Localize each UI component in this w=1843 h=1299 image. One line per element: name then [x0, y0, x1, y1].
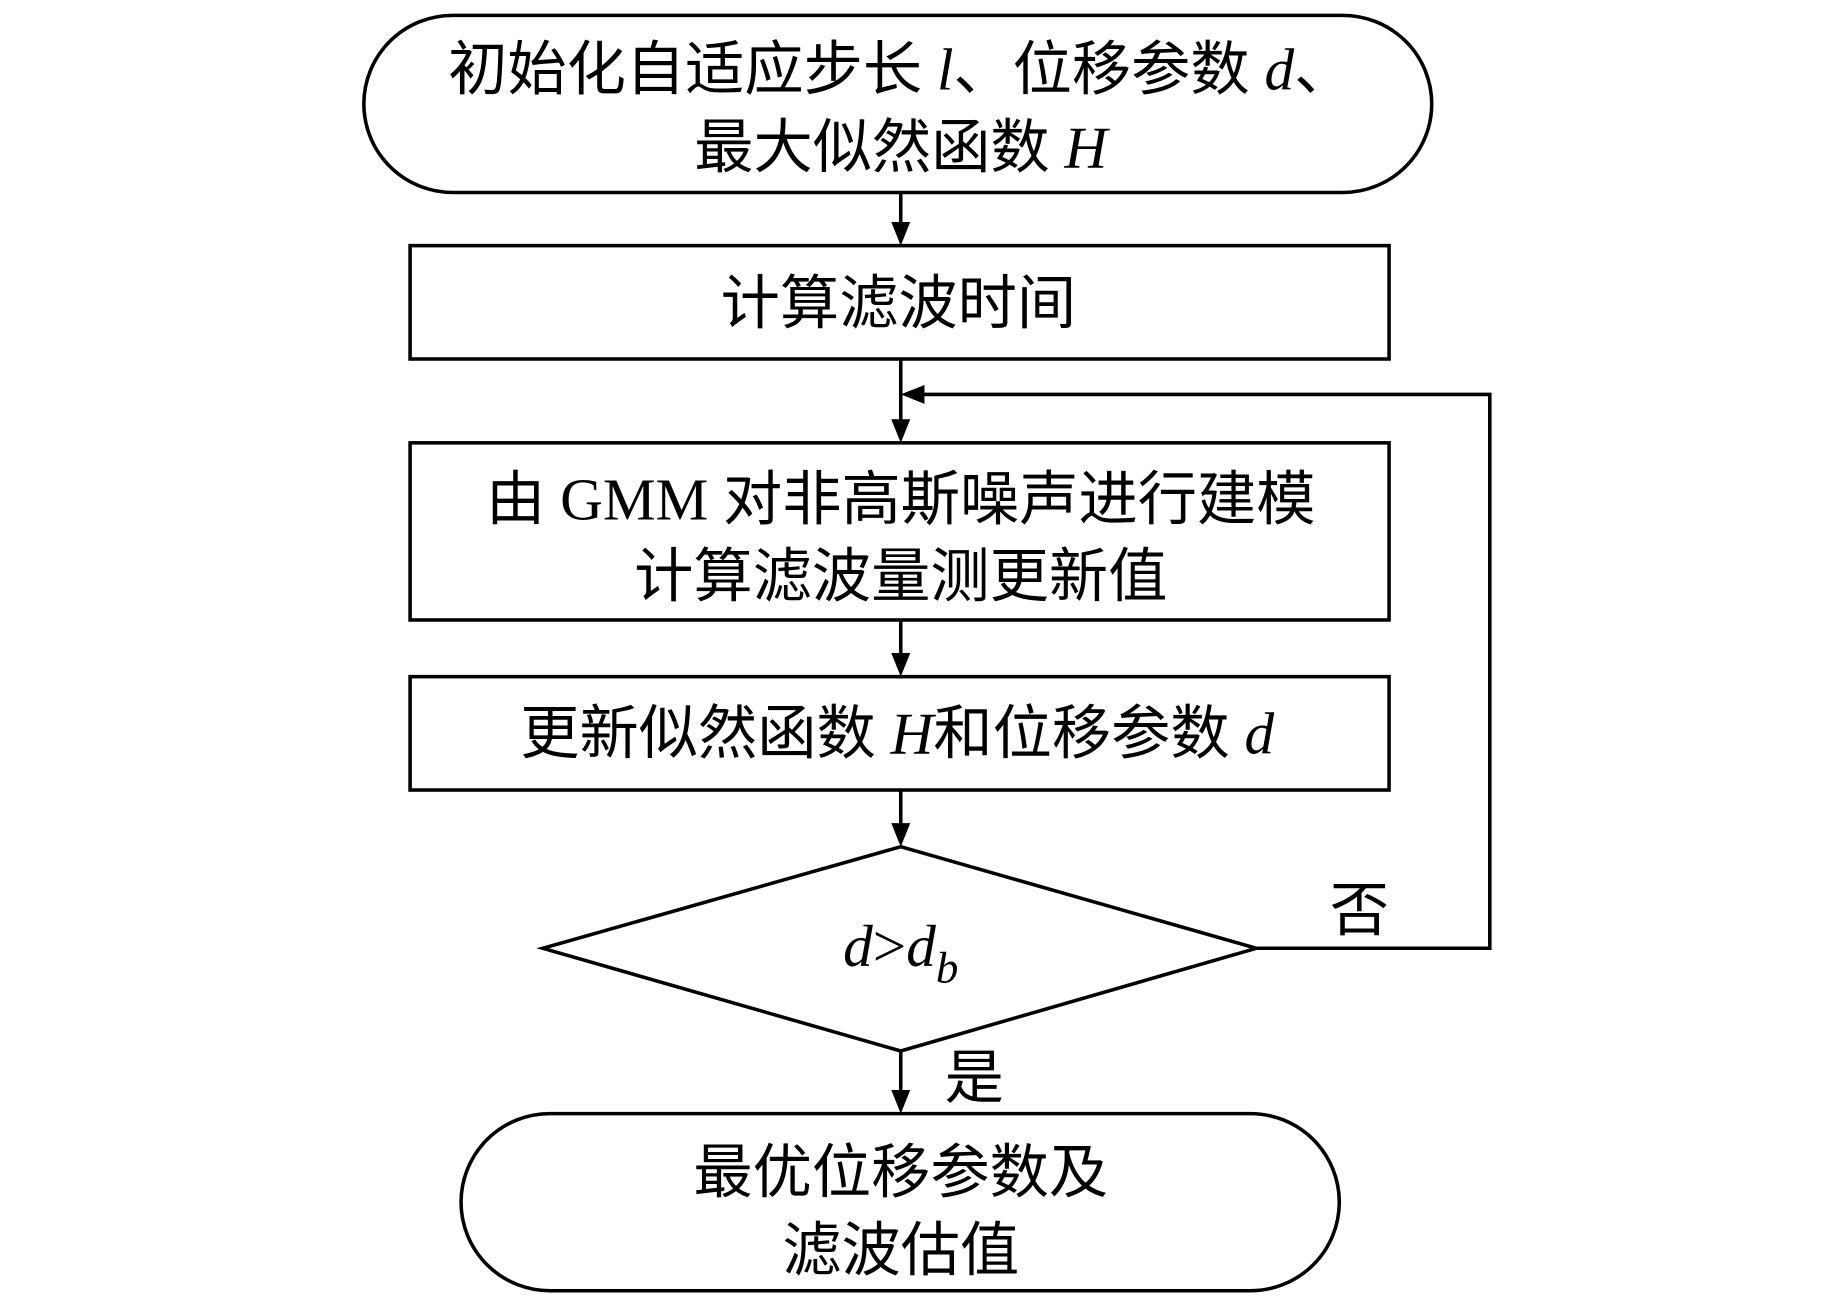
start-label-line2: 最大似然函数 H — [694, 115, 1110, 181]
end-terminator — [459, 1111, 1342, 1293]
update-process — [408, 674, 1391, 792]
end-label-line1: 最优位移参数及 — [693, 1140, 1108, 1206]
start-label-line1: 初始化自适应步长 l、位移参数 d、 — [448, 37, 1353, 103]
arrowhead-update — [891, 653, 911, 677]
end-label-line2: 滤波估值 — [782, 1218, 1019, 1284]
arrowhead-model — [891, 419, 911, 443]
branch-yes-label: 是 — [945, 1045, 1004, 1111]
loop-back-line — [922, 392, 1492, 951]
gmm-model-label-line1: 由 GMM 对非高斯噪声进行建模 — [486, 467, 1316, 533]
arrowhead-end — [891, 1089, 911, 1114]
update-label: 更新似然函数 H和位移参数 d — [520, 701, 1274, 767]
decision-diamond — [536, 844, 1263, 1053]
decision-condition: d>db — [843, 913, 958, 992]
filter-time-label: 计算滤波时间 — [721, 271, 1077, 337]
arrowhead-filter-time — [891, 222, 911, 246]
arrowhead-loop-back — [900, 384, 925, 404]
branch-no-label: 否 — [1330, 878, 1389, 944]
start-terminator — [362, 13, 1434, 195]
filter-time-process — [408, 243, 1391, 361]
gmm-model-label-line2: 计算滤波量测更新值 — [634, 543, 1167, 609]
arrowhead-decision — [891, 823, 911, 847]
